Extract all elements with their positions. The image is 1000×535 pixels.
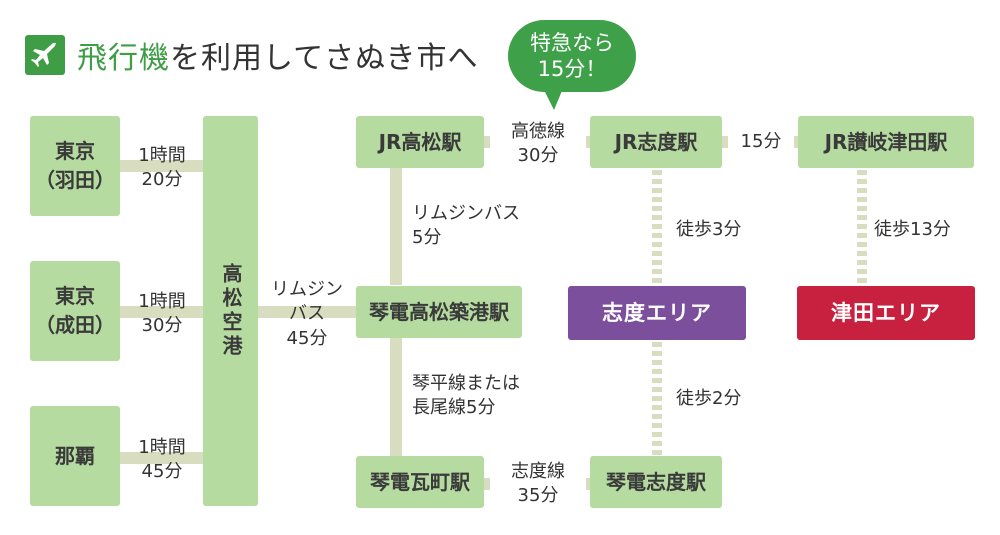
area-tsuda: 津田エリア (797, 286, 975, 340)
flight-time-naha: 1時間 45分 (138, 437, 186, 483)
connector-airport-chikko (256, 306, 358, 318)
connector-tsuda-area (857, 170, 867, 288)
connector-jr-shido-area (652, 170, 662, 288)
connector-takamatsu-chikko (390, 165, 402, 285)
station-kotoden-kawaramachi: 琴電瓦町駅 (356, 456, 484, 508)
label-walk-2: 徒歩2分 (676, 388, 742, 409)
label-limousine-bus-5: リムジンバス 5分 (412, 203, 520, 249)
airport-label: 高松空港 (219, 263, 243, 359)
connector-chikko-kawaramachi (390, 338, 402, 456)
bubble-tail (542, 86, 564, 110)
express-bubble: 特急なら 15分！ (508, 20, 636, 92)
connector-haneda-airport (115, 160, 205, 172)
station-jr-shido: JR志度駅 (590, 116, 722, 168)
airplane-icon (25, 35, 65, 75)
origin-narita: 東京 （成田） (30, 261, 120, 361)
title-accent: 飛行機 (77, 41, 170, 76)
express-bubble-text: 特急なら 15分！ (530, 30, 614, 81)
takamatsu-airport: 高松空港 (203, 116, 258, 506)
connector-naha-airport (115, 452, 205, 464)
station-kotoden-shido: 琴電志度駅 (590, 456, 722, 508)
title-rest: を利用してさぬき市へ (170, 41, 479, 76)
flight-time-narita: 1時間 30分 (138, 291, 186, 337)
connector-area-kotoden-shido (652, 342, 662, 456)
station-kotoden-chikko: 琴電高松築港駅 (356, 286, 522, 338)
area-shido: 志度エリア (568, 286, 746, 340)
station-jr-sanuki-tsuda: JR讃岐津田駅 (798, 116, 974, 168)
label-kotoku-line: 高徳線 30分 (490, 120, 586, 169)
origin-naha: 那覇 (30, 406, 120, 506)
label-shido-to-tsuda: 15分 (728, 130, 794, 155)
title-bar: 飛行機を利用してさぬき市へ (25, 33, 479, 77)
page-title: 飛行機を利用してさぬき市へ (77, 33, 479, 77)
label-kotohira-nagao: 琴平線または 長尾線5分 (412, 373, 520, 419)
label-walk-13: 徒歩13分 (874, 219, 951, 240)
flight-time-haneda: 1時間 20分 (138, 145, 186, 191)
station-jr-takamatsu: JR高松駅 (356, 116, 484, 168)
label-walk-3: 徒歩3分 (676, 219, 742, 240)
label-shido-line: 志度線 35分 (490, 460, 586, 509)
connector-narita-airport (115, 306, 205, 318)
limousine-bus-label: リムジン バス 45分 (271, 279, 343, 349)
origin-haneda: 東京 （羽田） (30, 116, 120, 216)
